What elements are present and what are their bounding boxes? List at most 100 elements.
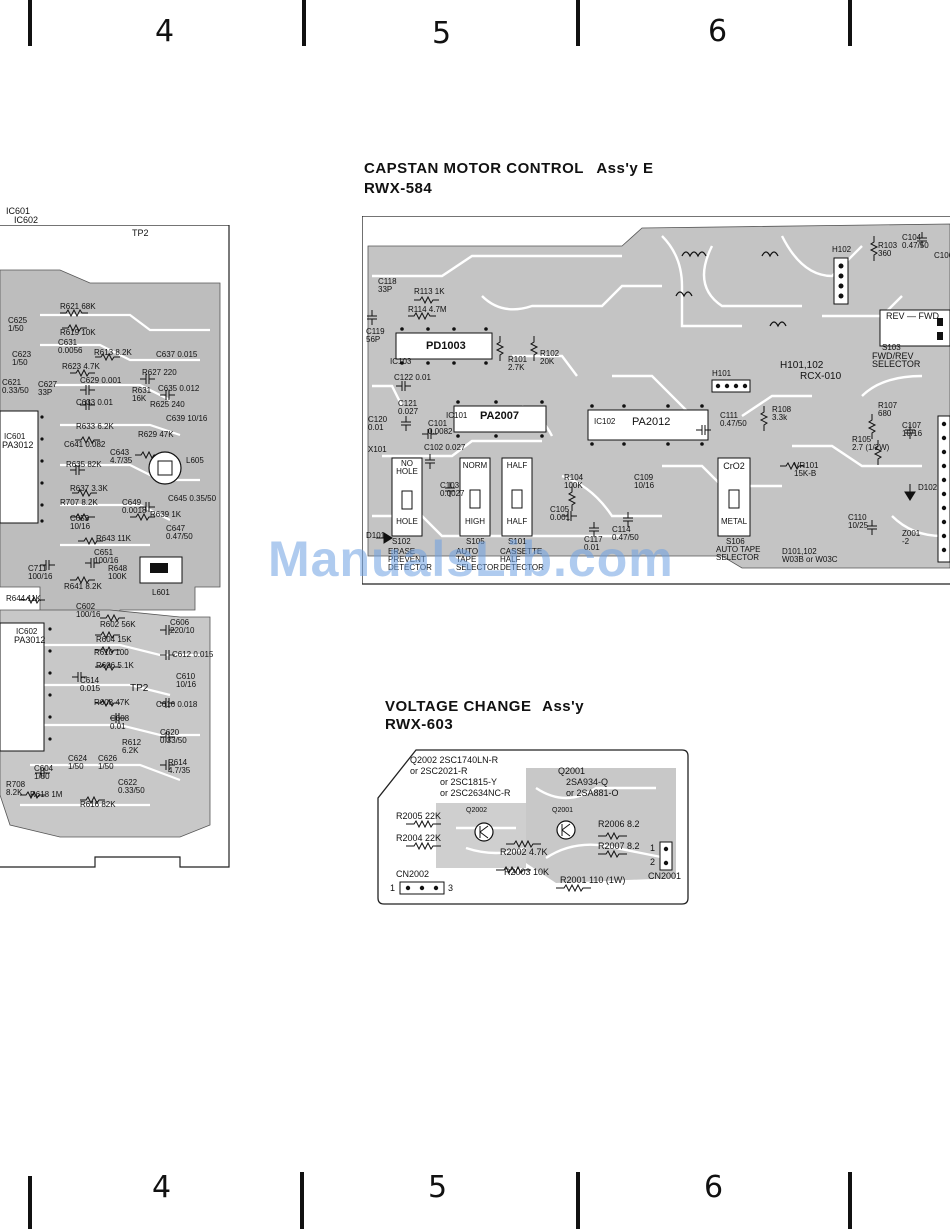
resistor-ref: R2005 [396,811,423,821]
connector-pin: 1 [650,843,656,853]
component-value: 100K [108,572,127,581]
switch-top-label: NORM [462,461,488,470]
component-ref: C610 [176,672,196,681]
component-ref: C641 [64,440,84,449]
component-ref: C645 [168,494,188,503]
component-ref: R648 [108,564,128,573]
component-value: 15K-B [794,469,817,478]
component-value: 100/16 [94,556,119,565]
component-value: 1/50 [12,358,28,367]
component-value: 6.2K [97,422,114,431]
left-pcb-diagram [0,225,230,868]
component-value: 6.2K [122,746,139,755]
left-board-labels: TP2 IC601 PA3012 IC602 PA3012 TP2 R621 6… [0,225,232,870]
component-value: 0.01 [584,543,600,552]
component-ref: C106 [934,251,950,260]
component-value: 8.2K [81,498,98,507]
column-divider [848,1172,852,1229]
component-ref: R114 [408,305,427,314]
ic-ref: IC602 [16,627,38,636]
component-ref: C627 [38,380,58,389]
capstan-part-no: RWX-584 [364,180,433,197]
component-ref: C620 [160,728,180,737]
component-value: 100 [115,648,129,657]
component-value: 0.47/50 [720,419,747,428]
component-ref: R631 [132,386,152,395]
component-value: 11K [27,594,41,603]
component-value: 47K [115,698,130,707]
transistor-part: 2SC1740LN-R [439,755,499,765]
component-value: 4.7M [428,305,447,314]
component-value: 10/16 [187,414,208,423]
component-value: 10/16 [70,522,91,531]
switch-caption: AUTO TAPE SELECTOR [716,545,761,562]
component-ref: R708 [6,780,26,789]
ic-ref: IC101 [446,411,468,420]
component-value: 0.0027 [440,489,465,498]
component-value: 0.35/50 [189,494,217,503]
component-ref: R637 [70,484,90,493]
component-value: 82K [101,800,116,809]
tp-label: TP2 [130,683,149,694]
transistor-part: or 2SC1815-Y [440,777,498,787]
component-ref: C109 [634,473,654,482]
component-value: 4.7/35 [110,456,133,465]
component-value: 0.33/50 [118,786,145,795]
component-value: 0.01 [110,722,126,731]
resistor-ref: R2004 [396,833,423,843]
component-value: 82K [87,460,102,469]
voltage-pcb-diagram [377,749,689,905]
component-ref: C653 [70,514,90,523]
component-ref: C639 [166,414,186,423]
component-value: 0.01 [97,398,113,407]
component-value: 8.2K [85,582,102,591]
column-divider [576,1172,580,1229]
component-ref: R633 [76,422,96,431]
switch-ref: S106 [726,537,745,546]
voltage-title-text: VOLTAGE CHANGE [385,698,532,715]
component-value: 5.1K [117,661,134,670]
component-ref: C635 [158,384,178,393]
component-value: 20K [540,357,555,366]
component-value: 10/16 [902,429,923,438]
ic-ref: IC103 [390,357,412,366]
component-value: 0.082 [85,440,106,449]
component-ref: C629 [80,376,100,385]
switch-caption: AUTO TAPE SELECTOR [456,547,499,572]
capstan-pcb-diagram [362,216,950,585]
component-ref: C623 [12,350,32,359]
component-value: 0.015 [80,684,101,693]
connector-part: RCX-010 [800,371,842,382]
connector-ref: CN2001 [648,871,682,881]
component-value: 100K [564,481,583,490]
component-ref: R635 [66,460,86,469]
component-value: 3.3K [91,484,108,493]
transistor-ref: Q2002 [466,807,488,814]
component-ref: C625 [8,316,28,325]
switch-bottom-label: HALF [506,517,528,526]
column-number: 5 [428,1170,448,1205]
component-ref: D101,102 [782,547,817,556]
component-value: 100/16 [28,572,53,581]
component-ref: L601 [152,588,170,597]
component-ref: C602 [76,602,96,611]
resistor-value: 8.2 [627,819,640,829]
resistor-value: 22K [425,811,442,821]
resistor-ref: R2003 [504,867,531,877]
component-ref: C114 [612,525,631,534]
component-value: 0.015 [177,350,198,359]
switch-caption: CASSETTE HALF DETECTOR [500,547,544,572]
connector-pin: 3 [448,883,454,893]
component-ref: R627 [142,368,162,377]
component-ref: C651 [94,548,114,557]
component-ref: C631 [58,338,78,347]
component-value: 56P [366,335,381,344]
component-ref: C121 [398,399,418,408]
ic-label: IC602 [14,215,39,225]
component-ref: L605 [186,456,204,465]
transistor-part: or 2SC2634NC-R [440,788,511,798]
component-value: 0.33/50 [2,386,29,395]
component-ref: R105 [852,435,872,444]
connector-ref: H101 [712,369,732,378]
column-divider [300,1172,304,1229]
